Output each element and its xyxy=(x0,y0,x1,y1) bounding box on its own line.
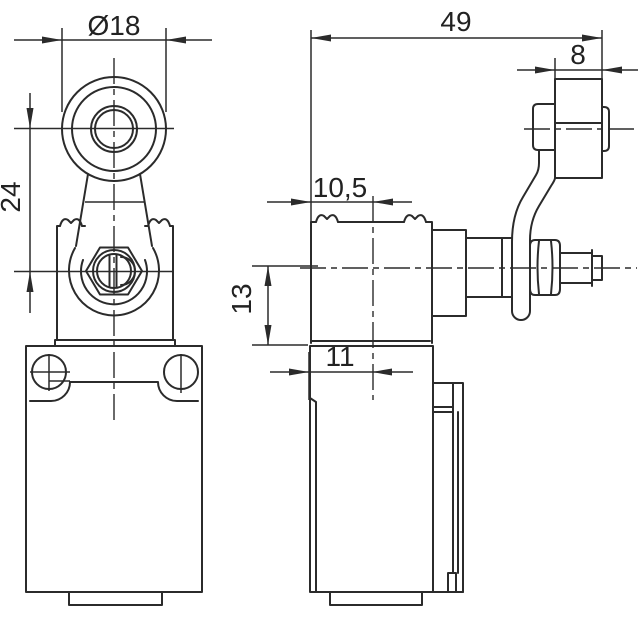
side-head xyxy=(310,221,433,344)
arrow-right-icon xyxy=(291,198,311,206)
front-foot xyxy=(68,591,163,606)
dim-label-roller-to-axis: 24 xyxy=(0,181,26,212)
side-foot xyxy=(329,591,423,606)
arrow-left-icon xyxy=(373,198,393,206)
arrow-up-icon xyxy=(264,266,272,286)
dim-label-head-face-to-lever: 10,5 xyxy=(313,172,368,203)
side-threaded-stub xyxy=(559,249,603,287)
dim-label-overall-length: 49 xyxy=(440,6,471,37)
arrow-down-icon xyxy=(26,108,34,129)
arrow-left-icon xyxy=(311,34,331,42)
dim-label-axis-to-body: 13 xyxy=(226,283,257,314)
dim-label-body-face-to-lever: 11 xyxy=(325,341,354,372)
dim-axis-to-body-lines xyxy=(252,265,318,346)
front-head xyxy=(56,225,174,341)
dim-body-face-to-lever: 11 xyxy=(270,341,413,400)
front-view xyxy=(14,58,203,606)
dim-head-face-to-lever: 10,5 xyxy=(267,172,412,206)
side-view xyxy=(300,78,637,606)
arrow-right-icon xyxy=(289,368,309,376)
arrow-down-icon xyxy=(264,325,272,345)
arrow-left-icon xyxy=(602,66,622,74)
side-shaft-block xyxy=(431,229,467,317)
arrow-right-icon xyxy=(535,66,555,74)
dim-label-roller-diameter: Ø18 xyxy=(88,10,141,41)
arrow-left-icon xyxy=(166,36,186,44)
dim-roller-to-axis: 24 xyxy=(0,93,34,313)
front-head-bumps xyxy=(59,218,171,227)
dim-overall-length: 49 xyxy=(310,6,603,222)
dim-label-roller-width: 8 xyxy=(570,39,586,70)
arrow-right-icon xyxy=(42,36,62,44)
front-screw-left-slot xyxy=(30,354,70,391)
side-body xyxy=(309,345,464,593)
dim-roller-diameter: Ø18 xyxy=(14,10,212,112)
side-head-bumps xyxy=(315,214,427,223)
side-hex-nut-facets xyxy=(536,240,554,295)
front-screw-recess xyxy=(29,381,199,402)
arrow-right-icon xyxy=(582,34,602,42)
side-rail xyxy=(432,382,464,593)
side-lever-arm xyxy=(511,150,556,321)
dim-roller-width: 8 xyxy=(517,39,638,79)
dim-overall-length-lines xyxy=(310,30,603,222)
side-roller-hub-tabs xyxy=(532,103,610,152)
arrow-up-icon xyxy=(26,271,34,292)
front-lever-arm xyxy=(75,173,153,247)
dimensions: Ø18 24 49 8 10,5 xyxy=(0,6,638,400)
arrow-left-icon xyxy=(372,368,392,376)
dim-axis-to-body: 13 xyxy=(226,265,318,346)
